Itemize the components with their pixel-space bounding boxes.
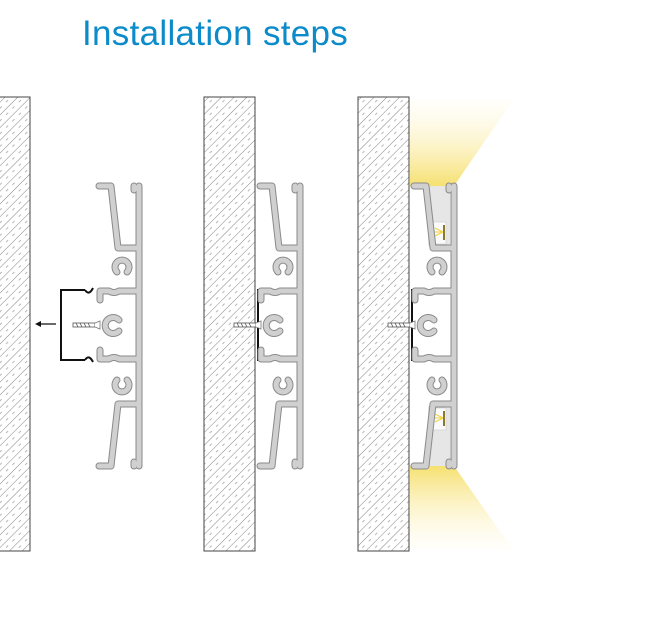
screw-icon (72, 320, 101, 330)
page-title: Installation steps (82, 14, 349, 53)
profile (99, 186, 139, 466)
light-beam-bottom (410, 466, 513, 550)
profile (260, 186, 300, 466)
step-2 (203, 96, 300, 552)
led-bottom-icon (431, 407, 447, 431)
step-1 (0, 96, 139, 552)
step-3 (357, 96, 513, 552)
arrow-left-icon (35, 321, 56, 327)
wall (0, 96, 31, 552)
led-top-icon (431, 221, 447, 245)
light-beam-top (410, 100, 513, 186)
